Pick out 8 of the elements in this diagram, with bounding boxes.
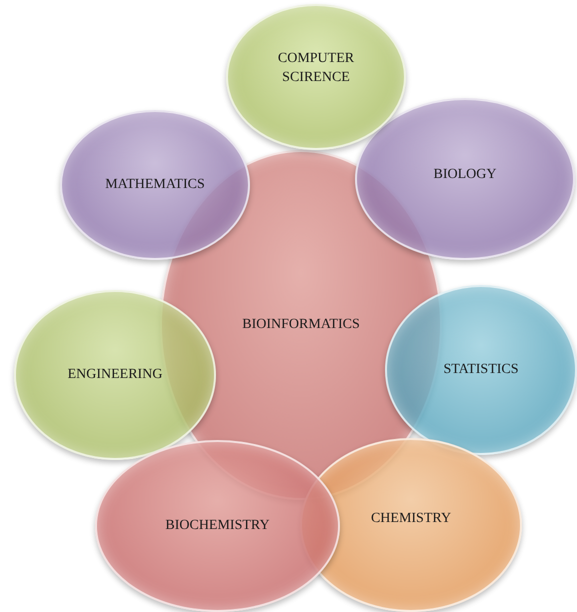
node-label: CHEMISTRY — [370, 510, 452, 528]
node-label: ENGINEERING — [68, 366, 162, 384]
node-label: BIOCHEMISTRY — [165, 516, 270, 535]
node-label: MATHEMATICS — [105, 176, 205, 194]
node-label: BIOLOGY — [434, 166, 496, 184]
node-label: COMPUTER SCIRENCE — [276, 50, 356, 87]
node-label: STATISTICS — [443, 360, 519, 379]
node-label: BIOINFORMATICS — [242, 316, 360, 334]
